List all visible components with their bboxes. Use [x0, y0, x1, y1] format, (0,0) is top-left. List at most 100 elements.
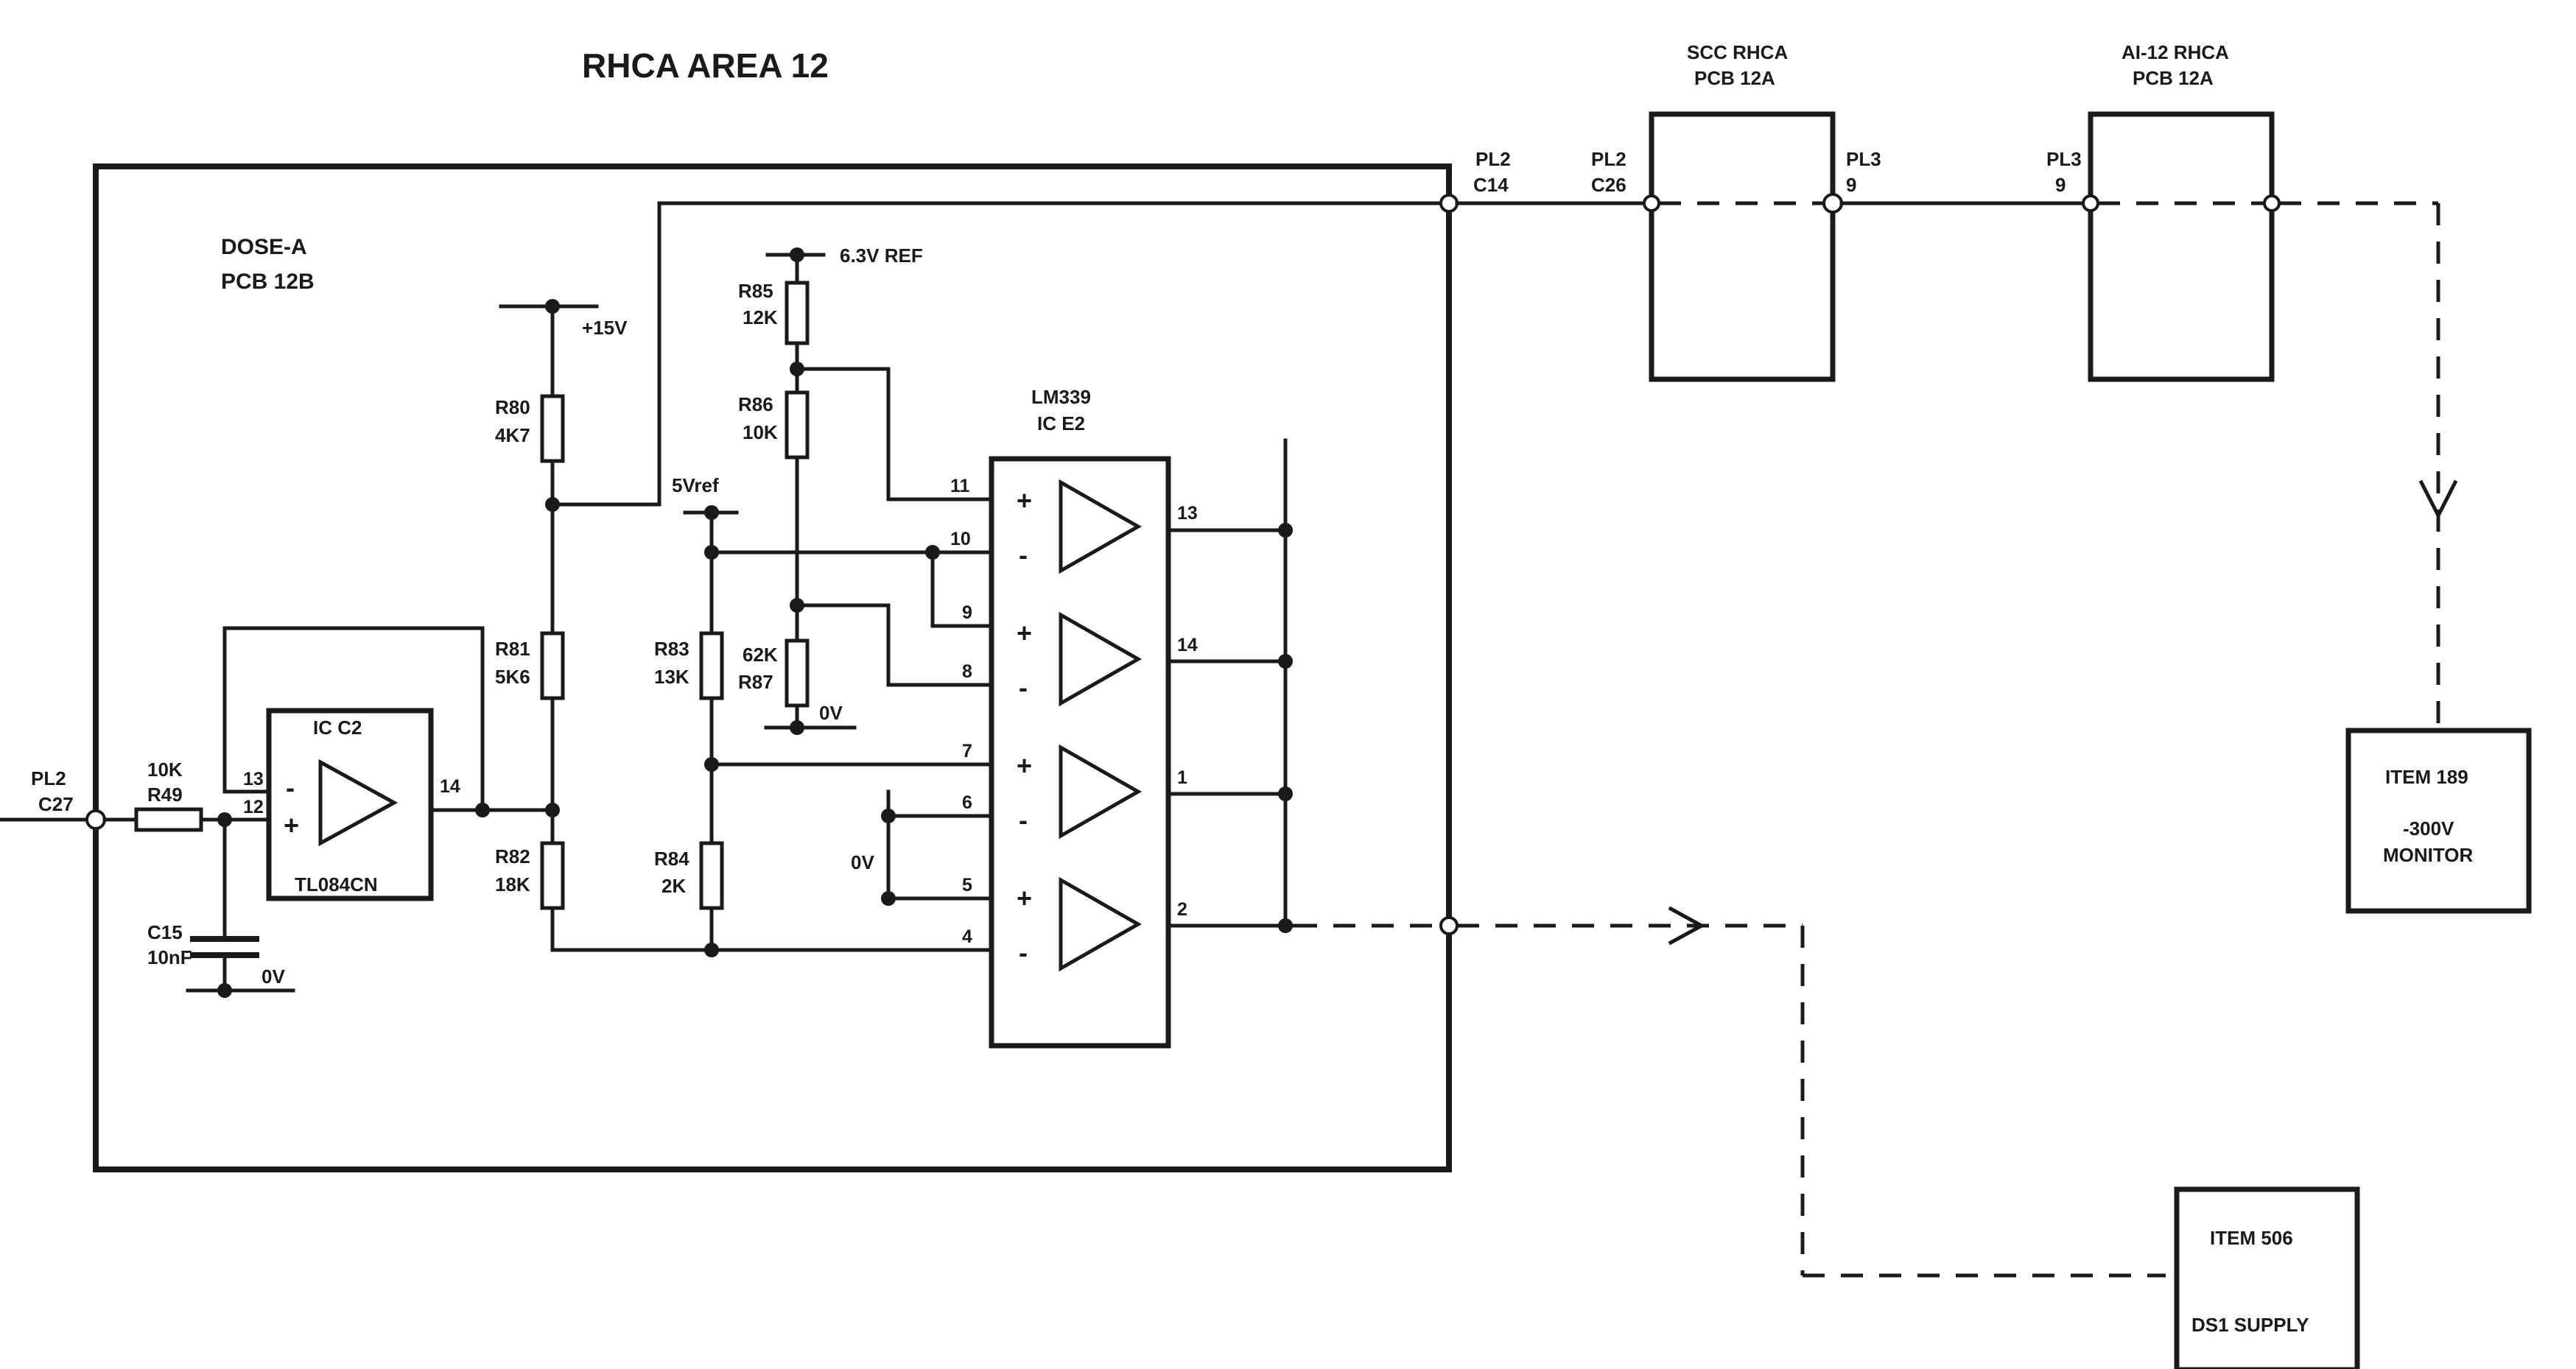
ic-c2-minus-sign: - — [286, 773, 295, 803]
e2-pin-11: 11 — [950, 476, 970, 496]
e2-pin-8: 8 — [962, 661, 972, 682]
connector-pl3-scc — [1822, 193, 1843, 214]
r87-value: 62K — [743, 644, 778, 666]
r83-ref: R83 — [654, 638, 689, 660]
c15-ground-label: 0V — [262, 965, 285, 988]
ai12-rhca-box — [2088, 111, 2275, 382]
e2-output-bus — [1166, 438, 1297, 933]
ic-e2-name: IC E2 — [1037, 412, 1085, 434]
connector-pl2-c27 — [85, 809, 106, 830]
e2-plus-3: + — [1017, 750, 1032, 781]
e2-pin-9: 9 — [962, 602, 972, 623]
r87-ground-label: 0V — [819, 702, 843, 724]
item-506-block: ITEM 506 DS1 SUPPLY — [2174, 1186, 2360, 1369]
r83-value: 13K — [654, 666, 689, 688]
pl2-c14-label-a: PL2 — [1475, 148, 1511, 170]
resistor-r86 — [785, 390, 810, 460]
r80-value: 4K7 — [495, 424, 530, 446]
rail-6v3ref-label: 6.3V REF — [840, 244, 923, 267]
dose-a-board-pcb: PCB 12B — [221, 270, 315, 294]
e2-pin-10: 10 — [950, 529, 971, 549]
pl3-scc-label-b: 9 — [1846, 174, 1856, 196]
e2-pin-1: 1 — [1177, 767, 1187, 788]
e2-pin-13: 13 — [1177, 503, 1198, 524]
e2-minus-2: - — [1019, 672, 1028, 703]
ic-c2-box — [266, 708, 434, 901]
connector-pl3-ai12 — [2082, 194, 2099, 212]
pl3-ai12-label-a: PL3 — [2046, 148, 2082, 170]
e2-minus-4: - — [1019, 937, 1028, 968]
pl2-c26-label-a: PL2 — [1591, 148, 1626, 170]
scc-rhca-block: SCC RHCA PCB 12A PL2 C26 PL3 9 — [1591, 41, 1881, 382]
divider-r83-r84: 5Vref R83 13K R84 2K — [654, 474, 994, 952]
c15-value: 10nF — [147, 946, 192, 968]
e2-pin-7: 7 — [962, 741, 972, 761]
resistor-r84 — [699, 841, 724, 910]
e2-pin-4: 4 — [962, 926, 972, 947]
resistor-r82 — [540, 841, 565, 910]
item-506-name: ITEM 506 — [2210, 1227, 2293, 1249]
r80-ref: R80 — [495, 396, 530, 418]
resistor-r80 — [540, 394, 565, 463]
rail-5vref-label: 5Vref — [672, 474, 719, 496]
zero-v-node-e2: 0V — [851, 789, 994, 906]
diagram-title: RHCA AREA 12 — [582, 46, 829, 85]
pl3-ai12-label-b: 9 — [2055, 174, 2066, 196]
pl3-scc-label-a: PL3 — [1846, 148, 1881, 170]
item-506-link — [1295, 906, 2166, 1278]
divider-r80-r82: +15V R80 4K7 R81 5K6 R82 18K — [495, 201, 1451, 957]
c15-ref: C15 — [147, 921, 183, 943]
item-189-desc: -300V — [2403, 817, 2454, 840]
ic-c2-block: IC C2 TL084CN - + 13 12 14 — [222, 626, 555, 901]
r82-ref: R82 — [495, 845, 530, 867]
scc-pcb: PCB 12A — [1694, 67, 1775, 89]
comparator-1-triangle — [1059, 479, 1143, 574]
pl2-c27-label-b: C27 — [38, 793, 74, 815]
r84-ref: R84 — [654, 848, 689, 870]
ai12-name: AI-12 RHCA — [2121, 41, 2229, 63]
ic-c2-part: TL084CN — [295, 873, 378, 895]
connector-pl2-c14 — [1439, 194, 1459, 213]
r86-value: 10K — [743, 421, 778, 443]
r85-ref: R85 — [738, 280, 773, 302]
e2-pin-6: 6 — [962, 792, 972, 813]
resistor-r83 — [699, 631, 724, 700]
item-189-block: ITEM 189 -300V MONITOR — [2345, 728, 2532, 914]
item-189-box — [2345, 728, 2532, 914]
item-189-link — [2279, 201, 2458, 729]
r81-ref: R81 — [495, 638, 530, 660]
r82-value: 18K — [495, 873, 530, 895]
r86-ref: R86 — [738, 393, 773, 415]
pl2-c14-label-b: C14 — [1473, 174, 1509, 196]
r85-value: 12K — [743, 306, 778, 328]
ic-c2-pin-13: 13 — [243, 769, 264, 789]
resistor-r85 — [785, 281, 810, 345]
e2-minus-3: - — [1019, 805, 1028, 835]
ic-e2-part: LM339 — [1031, 386, 1091, 408]
e2-plus-4: + — [1017, 883, 1032, 913]
r81-value: 5K6 — [495, 666, 530, 688]
connector-ai12-out — [2263, 194, 2281, 212]
ic-c2-pin-14: 14 — [440, 776, 460, 797]
pl2-c26-label-b: C26 — [1591, 174, 1626, 196]
ai12-rhca-block: AI-12 RHCA PCB 12A PL3 9 — [2046, 41, 2281, 382]
r49-ref: R49 — [147, 784, 183, 806]
divider-r85-r87: 6.3V REF R85 12K R86 10K 62K R87 0V — [738, 244, 994, 735]
comparator-4-triangle — [1059, 876, 1143, 972]
ic-e2-block: LM339 IC E2 + - + - + - + - 11 10 9 8 7 … — [950, 386, 1198, 1049]
e2-minus-1: - — [1019, 540, 1028, 570]
e2-plus-1: + — [1017, 485, 1032, 515]
opamp-c2-triangle — [318, 759, 399, 847]
e2-ground-label: 0V — [851, 851, 874, 873]
pl2-c27-label-a: PL2 — [31, 767, 66, 789]
r87-ref: R87 — [738, 671, 773, 693]
item-189-desc2: MONITOR — [2383, 844, 2474, 866]
dose-a-board-name: DOSE-A — [221, 235, 307, 259]
resistor-r87 — [785, 638, 810, 708]
item-189-name: ITEM 189 — [2385, 766, 2468, 788]
resistor-r49 — [134, 807, 203, 832]
connector-output-2 — [1439, 916, 1459, 935]
resistor-r81 — [540, 631, 565, 700]
rail-p15v-label: +15V — [582, 317, 628, 339]
